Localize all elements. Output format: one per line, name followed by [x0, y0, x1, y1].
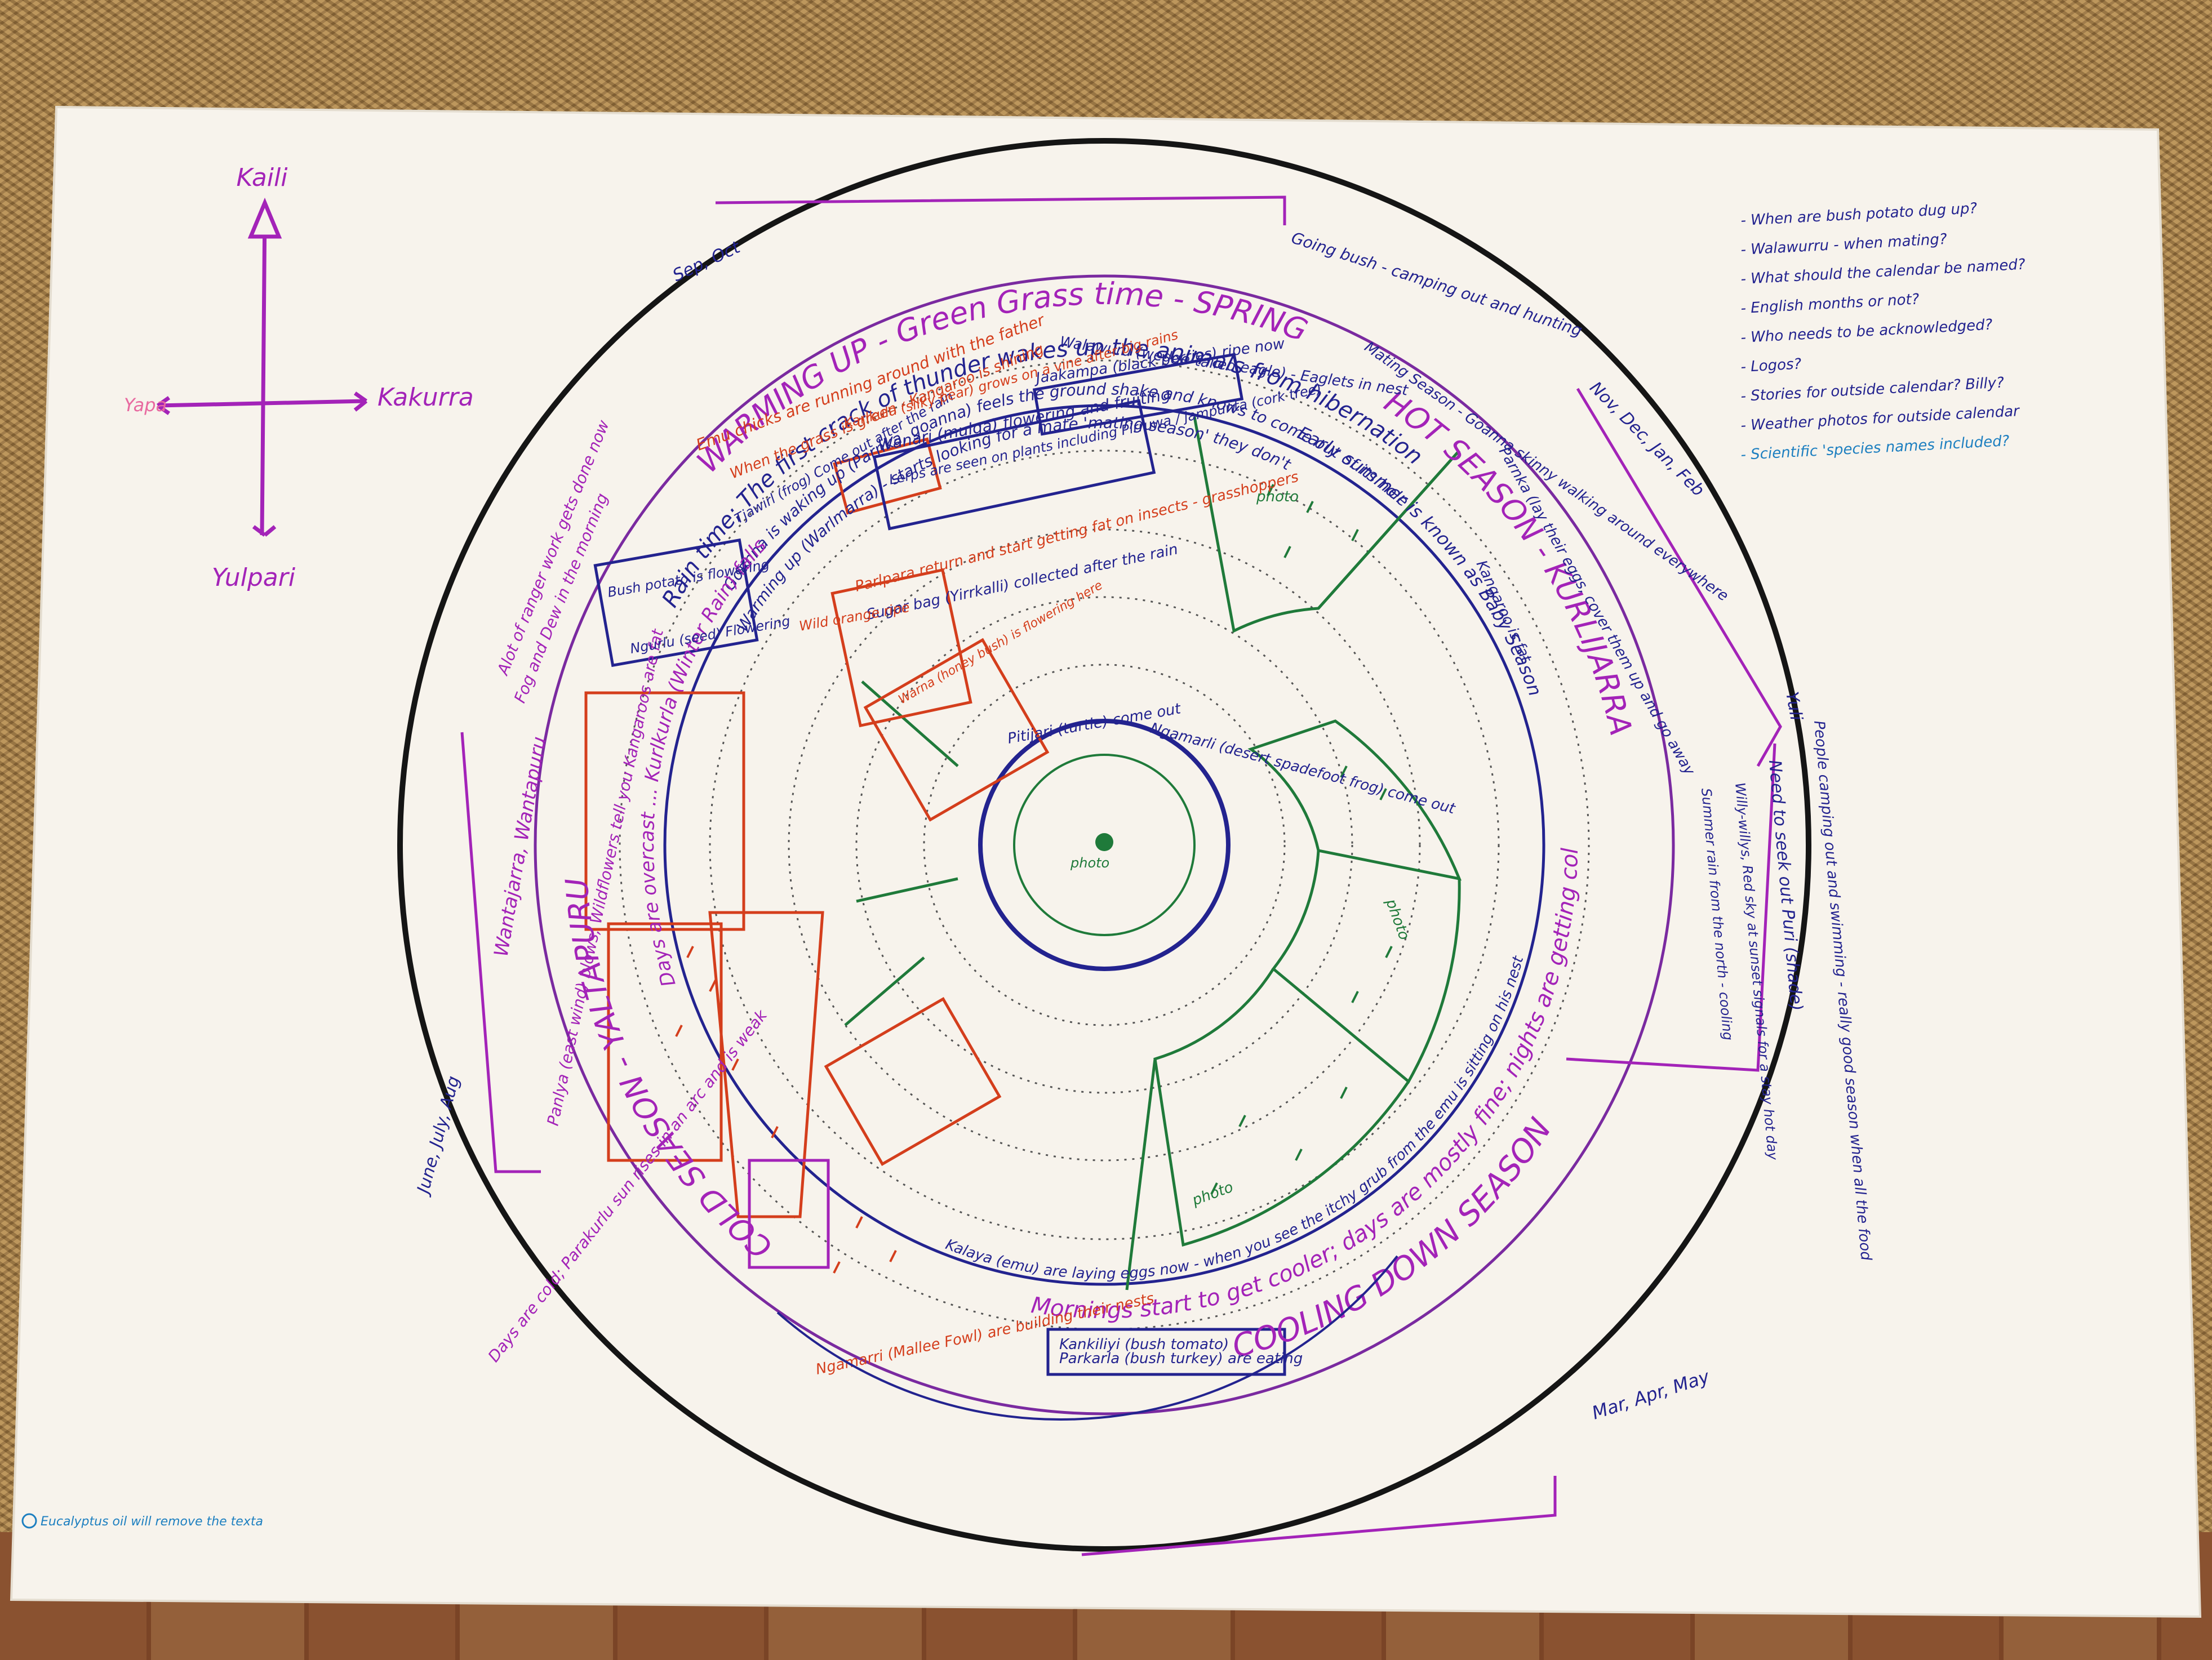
compass-north-label: Kaili [237, 163, 288, 192]
paper-sheet [10, 105, 2202, 1618]
photo-label-4: photo [1070, 855, 1109, 871]
inner-green-ring [1013, 754, 1196, 936]
orange-hatching [675, 946, 897, 1274]
calendar-outer-ring [397, 138, 1811, 1552]
footnote-marker [21, 1513, 37, 1529]
footnote-text: Eucalyptus oil will remove the texta [41, 1515, 263, 1529]
photo-label-1: photo [1256, 488, 1299, 505]
dotted-ring-2 [709, 450, 1500, 1240]
bush-tomato-note: Kankiliyi (bush tomato) [1059, 1336, 1229, 1353]
question-6: - Logos? [1740, 355, 1802, 376]
bush-turkey-note: Parkarla (bush turkey) are eating [1059, 1350, 1303, 1367]
photo-hatching [1210, 484, 1393, 1195]
dotted-ring-5 [923, 664, 1286, 1026]
center-dot [1095, 833, 1113, 851]
compass-east-label: Kakurra [377, 383, 474, 412]
blue-ring [663, 404, 1545, 1286]
photo-segments [844, 416, 1462, 1290]
dotted-ring-3 [788, 528, 1421, 1161]
dotted-ring-1 [619, 359, 1590, 1330]
inner-blue-ring [978, 719, 1231, 971]
compass [156, 197, 368, 537]
season-ring [534, 274, 1675, 1416]
compass-west-label: Yapa [124, 394, 167, 416]
compass-south-label: Yulpari [212, 563, 296, 592]
orange-boxes [584, 437, 1050, 1218]
season-flow-arrow [776, 1255, 1398, 1421]
blue-boxes [593, 353, 1286, 1376]
dotted-ring-4 [855, 596, 1353, 1094]
purple-boxes [460, 195, 1782, 1556]
